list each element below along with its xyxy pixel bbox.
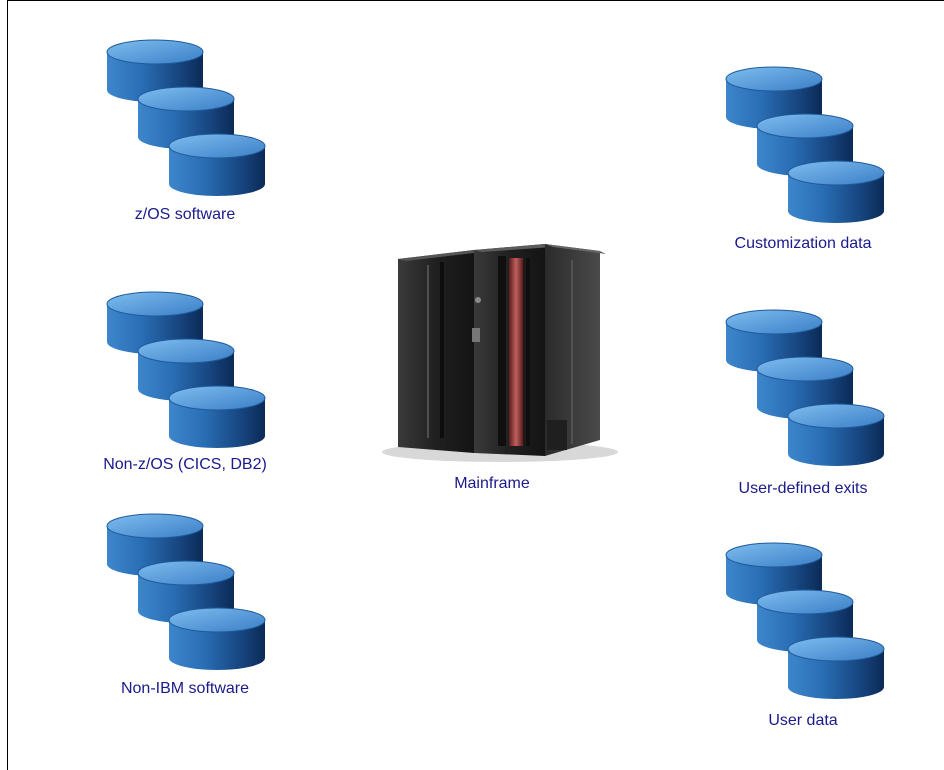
disk-cylinder-top <box>725 542 823 568</box>
mainframe-label: Mainframe <box>454 475 530 492</box>
disk-cylinder-top <box>168 607 266 633</box>
disk-cylinder-top <box>137 560 235 586</box>
disk-cylinder-top <box>725 309 823 335</box>
mainframe-icon <box>382 244 618 462</box>
disk-stack-icon <box>106 39 266 196</box>
disk-stack-icon <box>725 66 885 223</box>
disk-cylinder-body <box>169 620 265 670</box>
disk-cylinder <box>168 385 266 448</box>
disk-cylinder-top <box>106 513 204 539</box>
disk-cylinder-top <box>787 160 885 186</box>
disk-stack-icon <box>725 542 885 699</box>
user-data-group: User data <box>725 542 885 729</box>
mainframe-base-panel <box>547 420 567 450</box>
disk-cylinder-body <box>169 398 265 448</box>
mainframe-door-gap <box>498 256 506 446</box>
disk-cylinder-body <box>788 173 884 223</box>
mainframe-status-light <box>475 297 481 303</box>
disk-cylinder-top <box>725 66 823 92</box>
disk-cylinder-top <box>168 385 266 411</box>
disk-cylinder-top <box>168 133 266 159</box>
non-ibm-software-label: Non-IBM software <box>121 680 249 697</box>
non-zos-label: Non-z/OS (CICS, DB2) <box>103 456 267 473</box>
disk-cylinder-top <box>106 291 204 317</box>
customization-data-label: Customization data <box>735 235 872 252</box>
non-ibm-software-group: Non-IBM software <box>106 513 266 697</box>
disk-cylinder-top <box>106 39 204 65</box>
disk-cylinder <box>168 133 266 196</box>
mainframe-left-top <box>398 250 482 261</box>
mainframe-center-top <box>474 244 553 252</box>
user-defined-exits-group: User-defined exits <box>725 309 885 497</box>
disk-cylinder-top <box>787 403 885 429</box>
zos-software-group: z/OS software <box>106 39 266 223</box>
disk-cylinder-top <box>137 86 235 112</box>
disk-stack-icon <box>106 291 266 448</box>
mainframe-red-stripe <box>509 258 523 446</box>
disk-cylinder-top <box>137 338 235 364</box>
mainframe-handle <box>472 328 480 342</box>
user-defined-exits-label: User-defined exits <box>739 480 868 497</box>
disk-cylinder-top <box>756 113 854 139</box>
disk-cylinder-top <box>756 589 854 615</box>
disk-cylinder-top <box>787 636 885 662</box>
customization-data-group: Customization data <box>725 66 885 252</box>
disk-cylinder <box>787 636 885 699</box>
disk-cylinder <box>787 160 885 223</box>
mainframe-right-top <box>545 244 606 254</box>
disk-cylinder-body <box>788 649 884 699</box>
zos-software-label: z/OS software <box>135 206 236 223</box>
disk-stack-icon <box>725 309 885 466</box>
disk-stack-icon <box>106 513 266 670</box>
non-zos-group: Non-z/OS (CICS, DB2) <box>103 291 267 473</box>
disk-cylinder-top <box>756 356 854 382</box>
mainframe-door-edge <box>526 258 530 446</box>
user-data-label: User data <box>768 712 837 729</box>
mainframe-left-slot <box>440 262 444 438</box>
disk-cylinder <box>168 607 266 670</box>
mainframe-group: Mainframe <box>382 244 618 492</box>
disk-cylinder-body <box>788 416 884 466</box>
mainframe-left-cabinet <box>398 250 474 453</box>
disk-cylinder-body <box>169 146 265 196</box>
disk-cylinder <box>787 403 885 466</box>
